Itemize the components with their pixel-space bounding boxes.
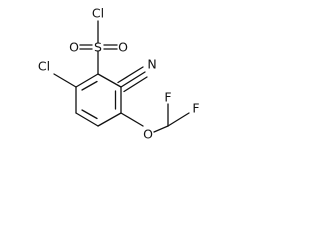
bond-ring-c4-c5 (97, 112, 122, 127)
bond-c-o-ether (120, 112, 144, 127)
bond-ring-inner-3 (81, 109, 98, 120)
bonds (53, 20, 190, 133)
bond-nitrile-b (117, 66, 144, 84)
bond-ch-f-right (167, 112, 190, 127)
atom-fluorine-left: F (164, 90, 171, 105)
atom-sulfur: S (94, 40, 102, 55)
bond-o-ch (153, 125, 169, 133)
bond-c-cl-ring (53, 73, 77, 88)
bond-nitrile-a (120, 71, 146, 88)
atom-chlorine-ring: Cl (38, 59, 50, 74)
atom-oxygen-ether: O (143, 127, 153, 142)
bond-nitrile-c (123, 76, 148, 93)
atom-labels: Cl S O O N Cl O F F (38, 6, 200, 142)
atom-nitrogen: N (147, 57, 156, 72)
bond-ring-c5-c6 (75, 112, 99, 127)
atom-oxygen-left: O (69, 40, 79, 55)
atom-fluorine-right: F (192, 101, 199, 116)
chemical-structure-diagram: Cl S O O N Cl O F F (38, 6, 200, 142)
bond-ring-inner-1 (81, 80, 98, 91)
bond-ring-c2-c3 (97, 73, 122, 88)
atom-oxygen-right: O (118, 40, 128, 55)
atom-cl-sulfonyl: Cl (92, 6, 104, 21)
bond-ring-c1-c2 (75, 73, 99, 88)
